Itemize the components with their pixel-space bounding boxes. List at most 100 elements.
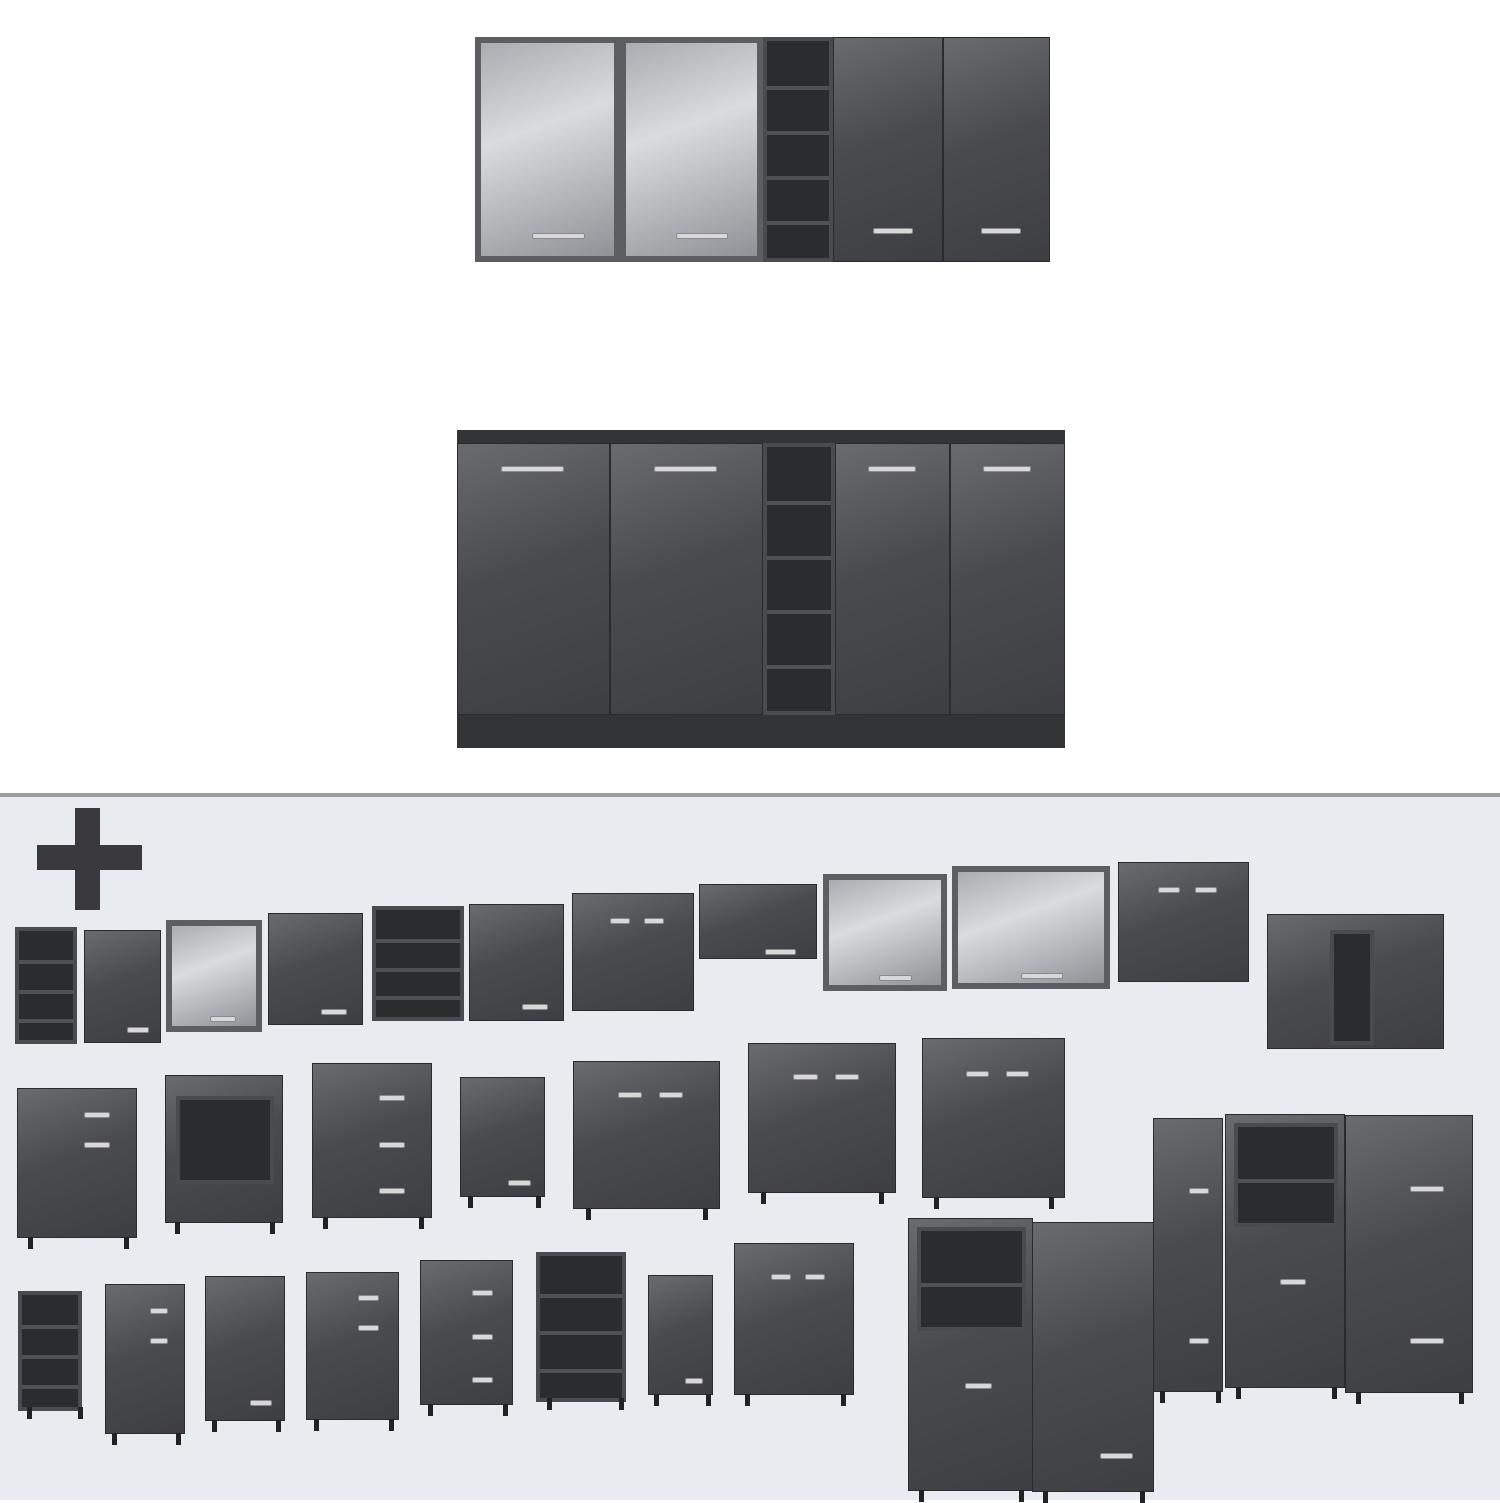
cabinet-leg	[879, 1192, 885, 1204]
shelf	[540, 1368, 622, 1373]
shelf	[540, 1331, 622, 1335]
cabinet-leg	[1159, 1391, 1165, 1403]
cabinet-leg	[706, 1394, 712, 1406]
shelf	[767, 221, 829, 225]
base-plinth	[457, 715, 1065, 748]
catalog-cabinet-door	[699, 884, 817, 959]
catalog-cabinet-tallopen	[908, 1218, 1033, 1502]
shelf	[767, 664, 831, 669]
handle	[804, 1274, 825, 1281]
base-cabinet-door	[835, 443, 950, 715]
cabinet-leg	[1140, 1491, 1146, 1503]
catalog-cabinet-glass	[166, 920, 262, 1032]
handle	[676, 233, 729, 239]
catalog-cabinet-drawers	[312, 1063, 432, 1229]
cabinet-leg	[1048, 1197, 1054, 1209]
handle	[609, 917, 630, 924]
corner-opening	[1329, 930, 1375, 1045]
handle	[684, 1378, 703, 1384]
shelf	[376, 996, 460, 1001]
cabinet-leg	[1019, 1490, 1024, 1502]
handle	[84, 1141, 110, 1148]
cabinet-leg	[27, 1407, 33, 1419]
cabinet-leg	[314, 1419, 320, 1431]
wall-cabinet-open	[763, 37, 833, 262]
catalog-cabinet-drawerdoor	[17, 1088, 137, 1249]
handle	[1189, 1338, 1209, 1345]
handle	[210, 1016, 237, 1022]
tall-opening	[1234, 1123, 1338, 1228]
base-cabinet-door	[457, 443, 610, 715]
catalog-cabinet-door	[469, 904, 564, 1021]
shelf	[22, 1385, 78, 1389]
handle	[965, 1382, 993, 1389]
catalog-cabinet-open	[18, 1291, 84, 1419]
handle	[531, 233, 585, 239]
handle	[127, 1027, 149, 1034]
oven-opening	[176, 1096, 274, 1184]
cabinet-leg	[269, 1222, 275, 1234]
cabinet-leg	[388, 1419, 394, 1431]
handle	[659, 1091, 684, 1098]
shelf	[22, 1325, 78, 1329]
catalog-cabinet-drawerdoor	[306, 1272, 399, 1431]
catalog-cabinet-drawerdoor	[105, 1284, 185, 1445]
handle	[358, 1324, 379, 1331]
catalog-cabinet-glass	[823, 874, 947, 991]
shelf	[376, 938, 460, 943]
cabinet-leg	[934, 1197, 940, 1209]
handle	[771, 1274, 791, 1281]
handle	[981, 228, 1021, 234]
handle	[150, 1337, 168, 1344]
handle	[250, 1400, 272, 1407]
cabinet-leg	[535, 1196, 541, 1208]
cabinet-leg	[27, 1237, 33, 1249]
cabinet-leg	[502, 1404, 508, 1416]
handle	[379, 1188, 405, 1194]
cabinet-leg	[1331, 1387, 1337, 1399]
catalog-cabinet-double	[573, 1061, 720, 1220]
catalog-cabinet-oven	[165, 1075, 283, 1234]
handle	[1194, 887, 1217, 893]
catalog-cabinet-open	[15, 927, 77, 1044]
cabinet-leg	[585, 1208, 591, 1220]
cabinet-leg	[1235, 1387, 1241, 1399]
handle	[1410, 1185, 1444, 1192]
plus-icon-bar	[37, 845, 142, 870]
shelf	[19, 989, 73, 994]
cabinet-leg	[744, 1394, 750, 1406]
catalog-cabinet-corner	[1267, 914, 1444, 1049]
catalog-cabinet-tall	[1345, 1115, 1473, 1404]
handle	[1410, 1338, 1444, 1345]
cabinet-leg	[1356, 1392, 1362, 1404]
catalog-cabinet-double	[734, 1243, 854, 1406]
catalog-cabinet-door	[205, 1276, 285, 1432]
handle	[472, 1333, 493, 1340]
cabinet-leg	[619, 1398, 625, 1410]
catalog-cabinet-door	[268, 913, 363, 1025]
handle	[1021, 973, 1063, 979]
cabinet-leg	[123, 1237, 129, 1249]
handle	[868, 466, 917, 472]
cabinet-leg	[428, 1404, 434, 1416]
handle	[618, 1091, 643, 1098]
tall-opening	[917, 1227, 1026, 1331]
cabinet-leg	[467, 1196, 473, 1208]
handle	[1280, 1279, 1306, 1286]
cabinet-leg	[654, 1394, 660, 1406]
base-cabinet-door	[610, 443, 763, 715]
handle	[472, 1377, 493, 1383]
cabinet-leg	[1042, 1491, 1048, 1503]
cabinet-leg	[176, 1433, 182, 1445]
shelf	[767, 86, 829, 90]
catalog-cabinet-drawers	[420, 1260, 513, 1416]
handle	[834, 1074, 860, 1080]
handle	[878, 975, 912, 981]
handle	[965, 1071, 990, 1077]
shelf	[540, 1293, 622, 1298]
cabinet-leg	[418, 1217, 424, 1229]
handle	[379, 1095, 405, 1101]
catalog-cabinet-door	[460, 1077, 545, 1208]
shelf	[1238, 1179, 1334, 1184]
handle	[764, 948, 797, 955]
